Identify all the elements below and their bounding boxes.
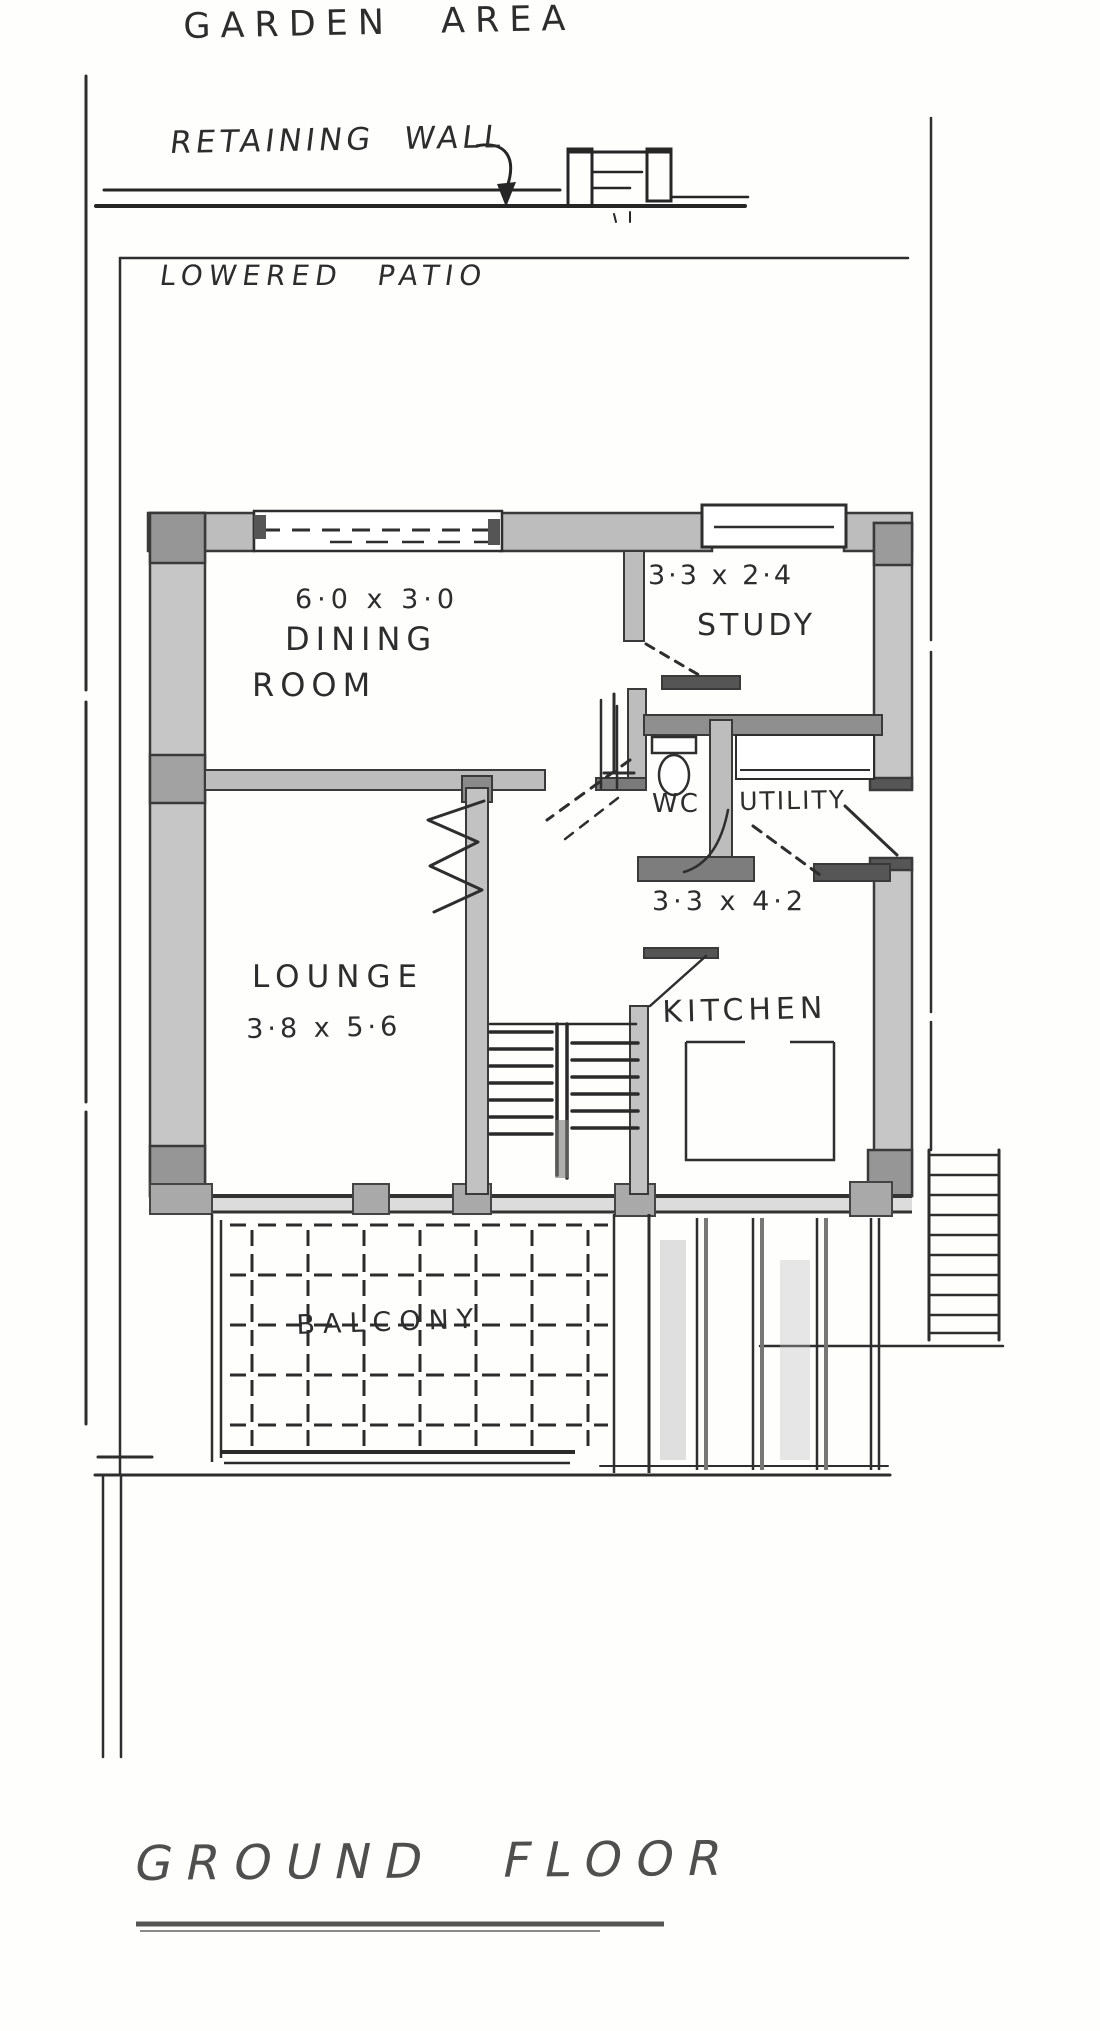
dining-window <box>252 509 504 553</box>
retaining-wall-label: RETAINING WALL <box>167 119 508 161</box>
toilet-icon <box>650 735 698 797</box>
study-dimensions: 3·3 x 2·4 <box>648 560 795 591</box>
dining-room-dimensions: 6·0 x 3·0 <box>295 584 460 615</box>
lower-deck <box>660 1218 881 1470</box>
garden-steps <box>566 147 673 223</box>
hall-wall-lines <box>599 692 636 790</box>
balcony-label: BALCONY <box>295 1303 482 1341</box>
bottom-wall <box>149 1181 912 1217</box>
garden-area-label: GARDEN AREA <box>182 0 576 47</box>
kitchen-dimensions: 3·3 x 4·2 <box>652 886 808 917</box>
lounge-dimensions: 3·8 x 5·6 <box>245 1011 402 1045</box>
ground-floor-title: GROUND FLOOR <box>129 1830 742 1892</box>
lounge-label: LOUNGE <box>252 959 425 995</box>
kitchen-counter <box>684 1040 836 1162</box>
side-steps <box>758 1148 1005 1348</box>
study-window <box>700 503 848 549</box>
study-label: STUDY <box>697 608 817 643</box>
lowered-patio-label: LOWERED PATIO <box>157 259 490 292</box>
utility-counter <box>735 734 875 780</box>
exterior-walls <box>146 511 914 1198</box>
utility-label: UTILITY <box>738 785 847 816</box>
site-boundary-lines <box>84 74 933 1759</box>
kitchen-label: KITCHEN <box>661 990 828 1030</box>
balcony-area <box>210 1214 651 1473</box>
lounge-door-zigzag <box>426 799 486 914</box>
staircase <box>488 1022 640 1180</box>
title-underline <box>136 1921 664 1932</box>
dining-room-label-line2: ROOM <box>252 666 377 704</box>
door-swings <box>545 642 899 1008</box>
retaining-wall-arrow <box>475 143 516 207</box>
dining-room-label-line1: DINING <box>285 620 438 658</box>
wc-label: WC <box>652 789 700 819</box>
retaining-wall-lines <box>94 147 750 223</box>
